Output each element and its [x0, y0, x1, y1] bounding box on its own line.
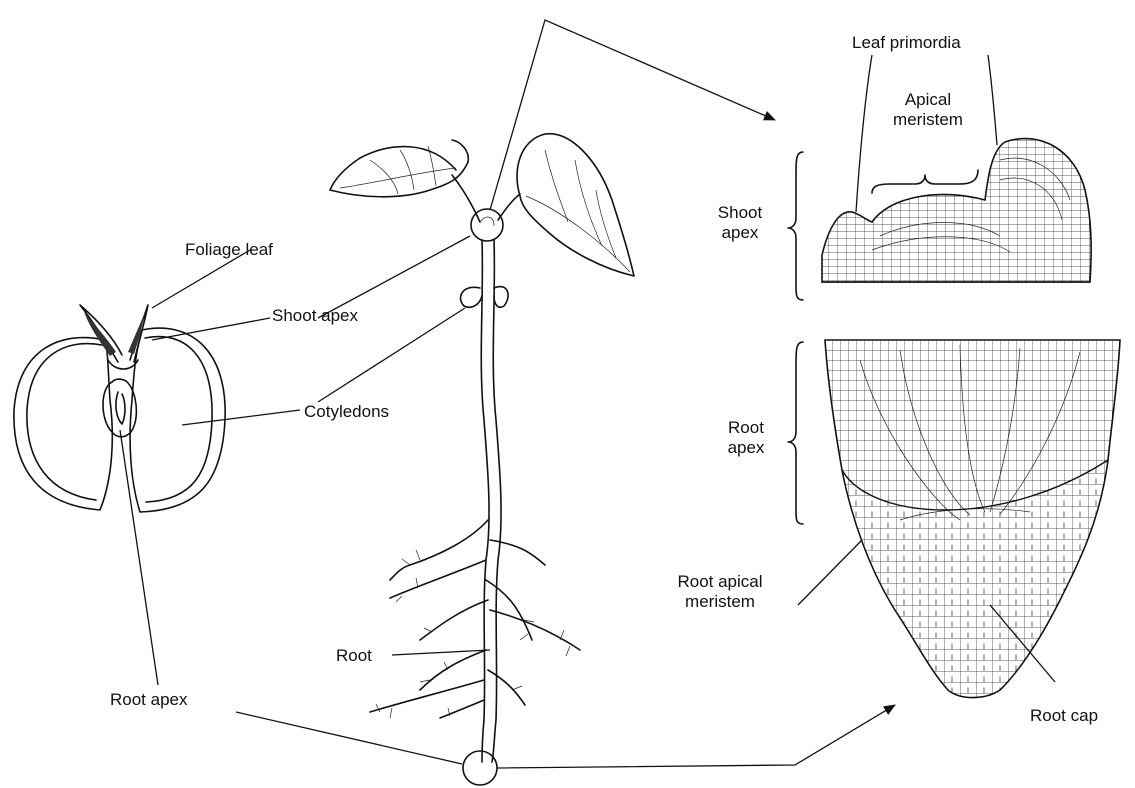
- label-root: Root: [336, 646, 372, 666]
- label-root-apex-detail-line1: Root: [706, 418, 786, 438]
- label-root-apex-main: Root apex: [110, 690, 188, 710]
- apical-meristem-brace: [872, 170, 978, 193]
- label-shoot-apex-seed: Shoot apex: [272, 306, 358, 326]
- label-root-apex-detail-line2: apex: [706, 438, 786, 458]
- label-shoot-apex-detail-line2: apex: [700, 223, 780, 243]
- label-apical-meristem-line2: meristem: [878, 110, 978, 130]
- root-apex-detail: [825, 340, 1120, 698]
- label-root-cap: Root cap: [1030, 706, 1098, 726]
- label-apical-meristem: Apical meristem: [878, 90, 978, 130]
- label-leaf-primordia: Leaf primordia: [852, 33, 961, 53]
- label-shoot-apex-detail: Shoot apex: [700, 203, 780, 243]
- shoot-apex-detail: [822, 139, 1091, 282]
- label-apical-meristem-line1: Apical: [878, 90, 978, 110]
- label-cotyledons: Cotyledons: [304, 402, 389, 422]
- label-root-apical-meristem: Root apical meristem: [650, 572, 790, 612]
- seedling-illustration: [330, 134, 634, 785]
- label-root-apex-detail: Root apex: [706, 418, 786, 458]
- shoot-apex-brace: [788, 152, 803, 300]
- label-shoot-apex-detail-line1: Shoot: [700, 203, 780, 223]
- label-root-apical-meristem-line1: Root apical: [650, 572, 790, 592]
- label-foliage-leaf: Foliage leaf: [185, 240, 273, 260]
- root-apex-brace: [788, 342, 803, 524]
- seed-illustration: [14, 305, 225, 512]
- label-root-apical-meristem-line2: meristem: [650, 592, 790, 612]
